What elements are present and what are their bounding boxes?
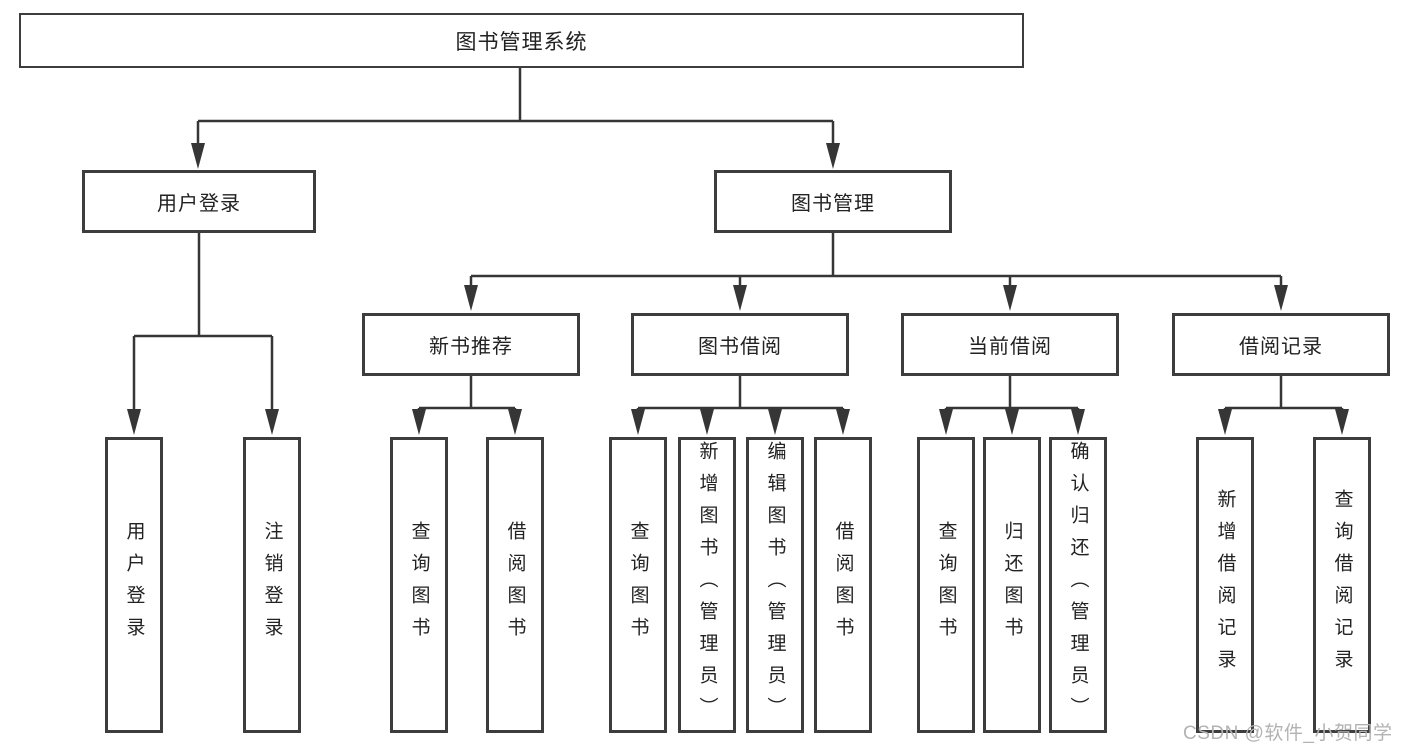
leaf-add-books-admin-label: 新增图书（管理员）	[696, 441, 718, 729]
node-user-login-label: 用户登录	[157, 193, 241, 215]
leaf-query-books-current: 查询图书	[917, 437, 975, 733]
leaf-logout: 注销登录	[243, 437, 301, 733]
node-new-book-recommendation: 新书推荐	[362, 313, 580, 376]
leaf-query-books-borrowing-label: 查询图书	[627, 521, 649, 649]
leaf-add-borrow-record: 新增借阅记录	[1196, 437, 1254, 733]
leaf-query-books-current-label: 查询图书	[935, 521, 957, 649]
node-user-login: 用户登录	[82, 170, 316, 233]
node-current-borrowing: 当前借阅	[901, 313, 1119, 376]
leaf-user-login: 用户登录	[105, 437, 163, 733]
node-book-management-label: 图书管理	[791, 193, 875, 215]
leaf-logout-label: 注销登录	[261, 521, 283, 649]
node-borrowing-records-label: 借阅记录	[1239, 336, 1323, 358]
leaf-borrow-books-recommend: 借阅图书	[486, 437, 544, 733]
arrowheads	[127, 143, 1349, 435]
leaf-query-borrow-record-label: 查询借阅记录	[1331, 489, 1353, 681]
leaf-query-books-recommend-label: 查询图书	[408, 521, 430, 649]
leaf-query-borrow-record: 查询借阅记录	[1313, 437, 1371, 733]
node-library-system: 图书管理系统	[19, 13, 1024, 68]
leaf-return-books-label: 归还图书	[1001, 521, 1023, 649]
leaf-confirm-return-admin: 确认归还（管理员）	[1049, 437, 1107, 733]
leaf-borrow-books: 借阅图书	[814, 437, 872, 733]
leaf-edit-books-admin-label: 编辑图书（管理员）	[764, 441, 786, 729]
leaf-add-books-admin: 新增图书（管理员）	[678, 437, 736, 733]
node-book-borrowing-label: 图书借阅	[698, 336, 782, 358]
leaf-confirm-return-admin-label: 确认归还（管理员）	[1067, 441, 1089, 729]
leaf-query-books-borrowing: 查询图书	[609, 437, 667, 733]
node-book-management: 图书管理	[714, 170, 952, 233]
leaf-user-login-label: 用户登录	[123, 521, 145, 649]
leaf-edit-books-admin: 编辑图书（管理员）	[746, 437, 804, 733]
leaf-borrow-books-label: 借阅图书	[832, 521, 854, 649]
node-library-system-label: 图书管理系统	[455, 30, 588, 54]
node-borrowing-records: 借阅记录	[1172, 313, 1390, 376]
leaf-query-books-recommend: 查询图书	[390, 437, 448, 733]
leaf-borrow-books-recommend-label: 借阅图书	[504, 521, 526, 649]
leaf-return-books: 归还图书	[983, 437, 1041, 733]
node-current-borrowing-label: 当前借阅	[968, 336, 1052, 358]
leaf-add-borrow-record-label: 新增借阅记录	[1214, 489, 1236, 681]
node-book-borrowing: 图书借阅	[631, 313, 849, 376]
csdn-watermark: CSDN @软件_小贺同学	[1183, 723, 1393, 744]
node-new-book-recommendation-label: 新书推荐	[429, 336, 513, 358]
